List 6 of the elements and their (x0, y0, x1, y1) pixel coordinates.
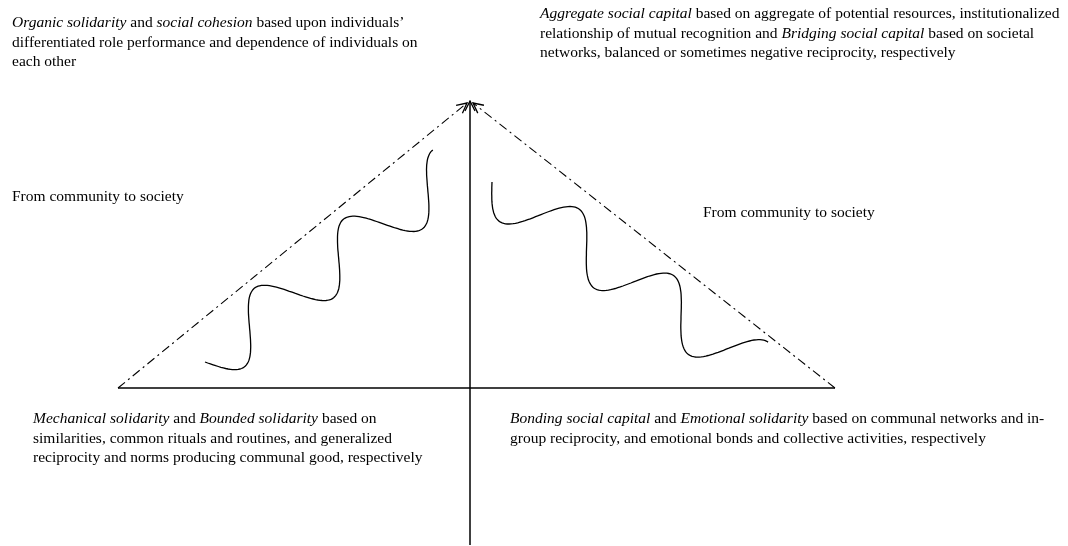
quadrant-text: Mechanical solidarity and Bounded solidarity based on similarities, common rituals and routines, and generalized reciprocity and norms producing communal good, respectively (33, 408, 424, 467)
quadrant-text: Bonding social capital and Emotional solidarity based on communal networks and in-group reciprocity, and emotional bonds and collective activities, respectively (510, 408, 1046, 447)
direction-label: From community to society (703, 202, 876, 222)
quadrant-text: Aggregate social capital based on aggregate of potential resources, institutionalized relationship of mutual recognition and Bridging social capital based on societal networks, balanced or sometimes negative reciprocity, respectively (540, 3, 1060, 62)
direction-label: From community to society (12, 186, 185, 206)
quadrant-text: Organic solidarity and social cohesion based upon individuals’ differentiated role performance and dependence of individuals on each other (12, 12, 419, 71)
